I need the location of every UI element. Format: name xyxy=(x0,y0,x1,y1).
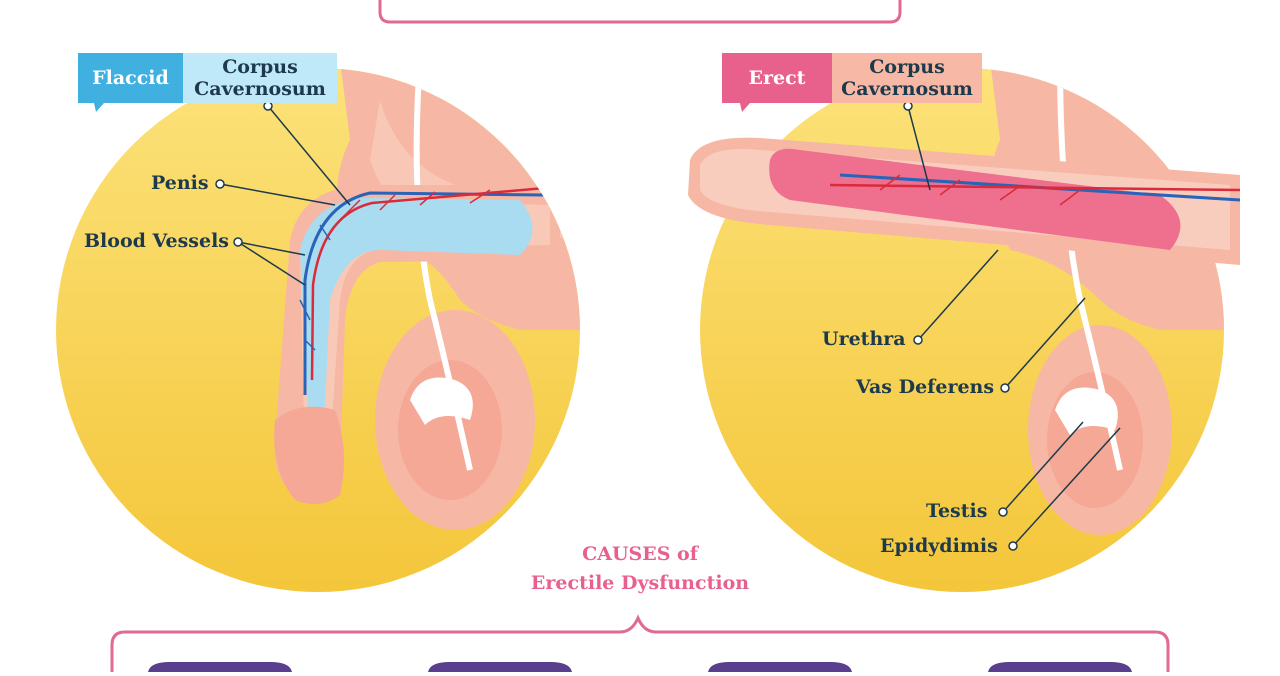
epididymis-label: Epidydimis xyxy=(880,535,998,557)
flaccid-corpus-cavernosum-label: Corpus Cavernosum xyxy=(183,53,337,100)
flaccid-tag: Flaccid xyxy=(92,67,169,89)
top-frame xyxy=(378,0,902,24)
flaccid-corpus-line1: Corpus xyxy=(222,56,298,78)
urethra-label: Urethra xyxy=(822,328,906,350)
flaccid-corpus-line2: Cavernosum xyxy=(194,78,326,100)
causes-heading-line1: CAUSES of xyxy=(582,543,698,565)
flaccid-illustration xyxy=(56,68,580,592)
causes-heading-line2: Erectile Dysfunction xyxy=(530,572,750,594)
erect-tag-shapes xyxy=(722,53,982,112)
causes-bracket xyxy=(110,614,1170,672)
erect-corpus-line1: Corpus xyxy=(869,56,945,78)
leader-lines xyxy=(215,101,1121,551)
erect-corpus-line2: Cavernosum xyxy=(841,78,973,100)
erect-tag: Erect xyxy=(748,67,806,89)
erect-corpus-cavernosum xyxy=(769,148,1181,250)
testis-label: Testis xyxy=(926,500,988,522)
vas-deferens-label: Vas Deferens xyxy=(856,376,995,398)
erect-corpus-cavernosum-label: Corpus Cavernosum xyxy=(832,53,982,100)
penis-label: Penis xyxy=(151,172,209,194)
causes-heading: CAUSES of Erectile Dysfunction xyxy=(440,540,840,598)
cause-card-tops xyxy=(148,662,1132,672)
flaccid-tag-shapes xyxy=(78,53,337,112)
blood-vessels-label: Blood Vessels xyxy=(84,230,230,252)
